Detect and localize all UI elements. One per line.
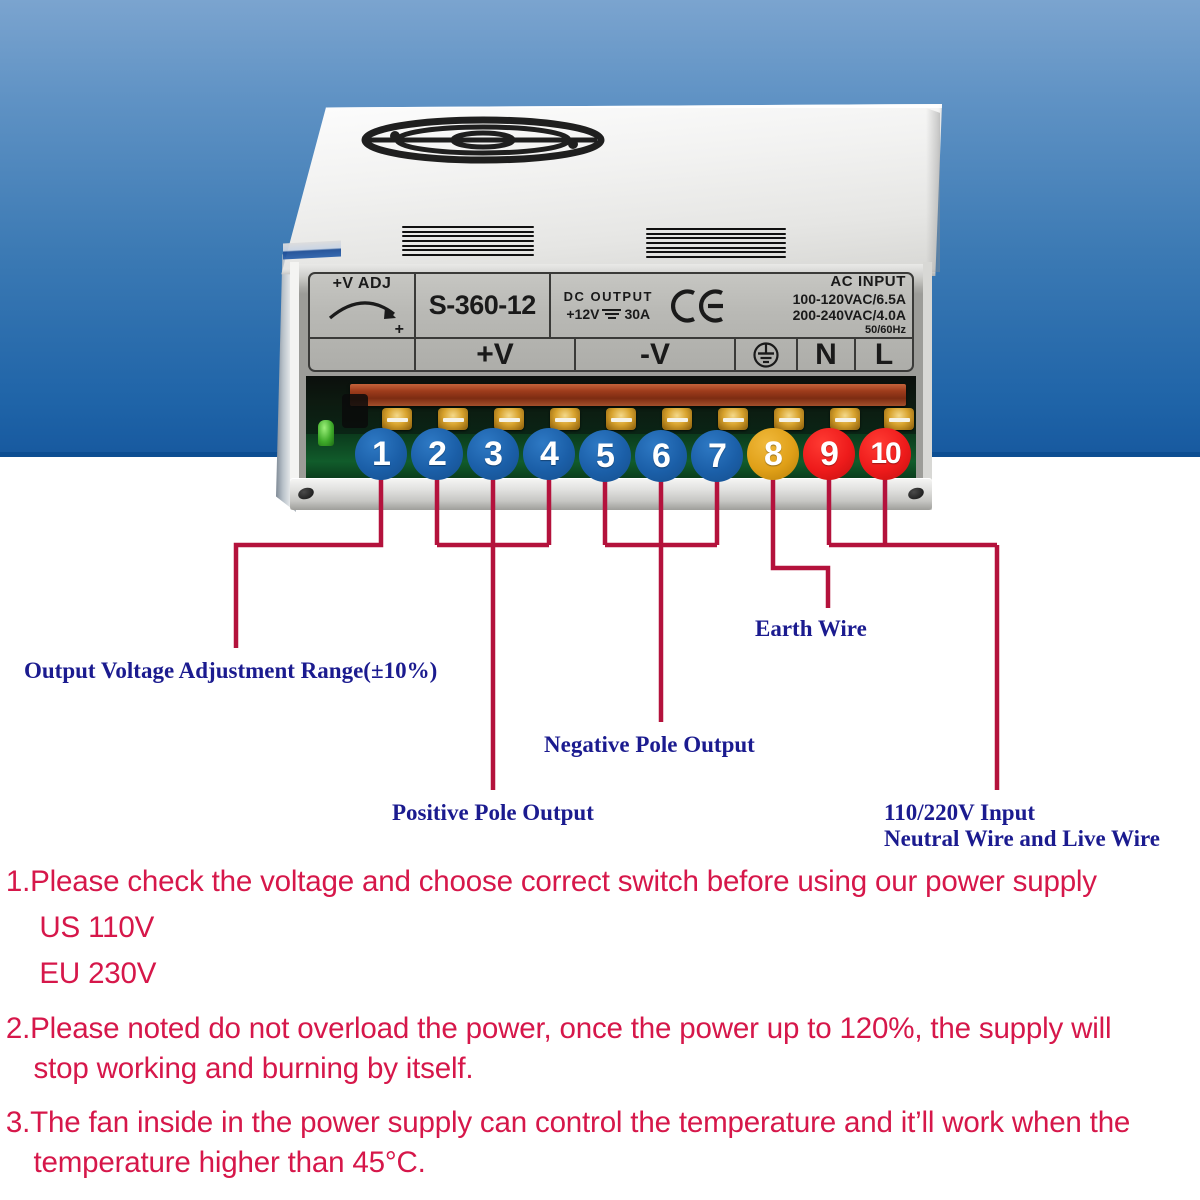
terminal-screw-1[interactable] [382,408,412,430]
spec-cell-dc-output: DC OUTPUT +12V 30A [548,274,666,338]
callout-voltage-adjust: Output Voltage Adjustment Range(±10%) [24,658,438,683]
terminal-marker-4[interactable]: 4 [523,428,575,480]
callout-positive-pole: Positive Pole Output [392,800,594,825]
callout-earth-wire: Earth Wire [755,616,867,641]
dc-current-symbol-icon [602,309,622,320]
terminal-marker-5[interactable]: 5 [579,430,631,482]
voltage-adjust-label: +V ADJ [332,275,392,292]
callout-input-wires: 110/220V Input Neutral Wire and Live Wir… [884,800,1160,852]
callout-input-line-1: 110/220V Input [884,800,1036,825]
vent-slots-left [402,226,534,256]
mounting-hole-right [906,485,926,502]
adjust-arc-arrow-icon [328,301,396,320]
terminal-screw-9[interactable] [830,408,860,430]
model-number: S-360-12 [428,290,537,321]
callout-negative-pole: Negative Pole Output [544,732,755,757]
terminal-marker-3[interactable]: 3 [467,428,519,480]
terminal-marker-10[interactable]: 10 [859,428,911,480]
dc-output-current: 30A [624,306,651,323]
terminal-screw-4[interactable] [550,408,580,430]
fan-grille-icon [361,116,605,164]
terminal-screw-7[interactable] [718,408,748,430]
note-1-eu: EU 230V [39,957,157,991]
spec-cell-model: S-360-12 [414,274,549,338]
terminal-screw-3[interactable] [494,408,524,430]
lid-right-bevel [926,108,940,272]
lid-sticker [283,240,341,260]
ac-input-frequency: 50/60Hz [865,324,906,337]
terminal-header-positive: +V [414,339,574,370]
adjust-plus-label: + [394,321,404,339]
terminal-header-negative: -V [574,339,734,370]
mounting-hole-left [296,485,316,502]
terminal-marker-9[interactable]: 9 [803,428,855,480]
note-3-cont: temperature higher than 45°C. [33,1146,426,1180]
note-1-us: US 110V [39,911,155,945]
terminal-screw-5[interactable] [606,408,636,430]
terminal-screw-10[interactable] [884,408,914,430]
capacitor [342,394,368,428]
terminal-screw-2[interactable] [438,408,468,430]
note-1: 1.Please check the voltage and choose co… [5,865,1097,898]
spec-cell-voltage-adjust: +V ADJ + [310,274,414,339]
terminal-marker-8[interactable]: 8 [747,428,799,480]
spec-plate-bottom-row: +V -V N L [310,339,912,370]
terminal-header-live: L [854,339,912,370]
terminal-screw-8[interactable] [774,408,804,430]
ac-input-range-1: 100-120VAC/6.5A [792,290,906,307]
callout-input-line-2: Neutral Wire and Live Wire [884,826,1161,851]
terminal-marker-2[interactable]: 2 [411,428,463,480]
dc-output-voltage: +12V [566,306,600,323]
terminal-header-earth [734,339,796,370]
chassis-base-plate [290,478,932,510]
earth-ground-icon [753,342,779,368]
note-3: 3.The fan inside in the power supply can… [5,1105,1131,1139]
spec-plate-top-row: +V ADJ + S-360-12 DC OUTPUT +12V [310,273,912,340]
spec-cell-ac-input: AC INPUT 100-120VAC/6.5A 200-240VAC/4.0A… [730,273,912,337]
dc-output-rating: +12V 30A [564,307,653,321]
note-2: 2.Please noted do not overload the power… [5,1011,1112,1045]
terminal-screw-6[interactable] [662,408,692,430]
instruction-notes: 1.Please check the voltage and choose co… [0,862,1200,1183]
terminal-marker-7[interactable]: 7 [691,430,743,482]
terminal-header-neutral: N [796,339,854,370]
terminal-busbar [350,384,906,406]
spec-cell-ce-mark [666,274,730,337]
terminal-marker-1[interactable]: 1 [355,428,407,480]
terminal-header-blank [310,339,414,370]
dc-output-title: DC OUTPUT [563,289,653,305]
specification-label-plate: +V ADJ + S-360-12 DC OUTPUT +12V [308,272,914,372]
status-led [318,420,334,446]
ac-input-title: AC INPUT [830,273,906,290]
note-2-cont: stop working and burning by itself. [33,1051,474,1085]
terminal-marker-6[interactable]: 6 [635,430,687,482]
vent-slots-right [646,228,786,258]
ac-input-range-2: 200-240VAC/4.0A [792,307,906,324]
ce-mark-icon [671,289,723,323]
